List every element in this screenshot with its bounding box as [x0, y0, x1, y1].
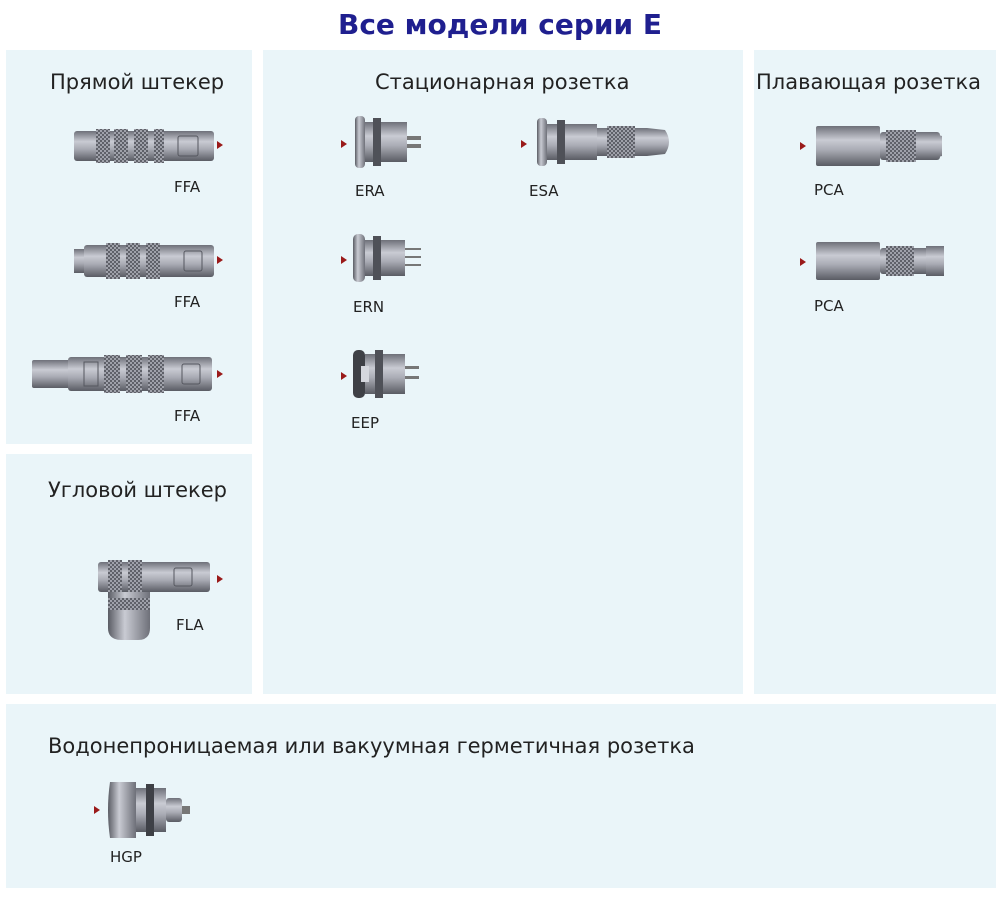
- product-label: ERA: [355, 182, 385, 200]
- connector-fla-image: [98, 560, 210, 640]
- product-ffa-2[interactable]: FFA: [6, 235, 252, 325]
- connector-era-image: [355, 116, 421, 168]
- arrow-icon: [341, 140, 347, 148]
- arrow-icon: [341, 372, 347, 380]
- panel-sealed-socket: Водонепроницаемая или вакуумная герметич…: [6, 704, 996, 888]
- connector-pca-image: [816, 242, 944, 280]
- connector-esa-image: [537, 118, 669, 166]
- connector-ffa-image: [74, 243, 214, 279]
- arrow-icon: [800, 142, 806, 150]
- product-era[interactable]: ERA: [333, 110, 453, 200]
- connector-ffa-image: [74, 129, 214, 163]
- product-esa[interactable]: ESA: [513, 110, 683, 200]
- panel-straight-plug: Прямой штекер FFA FFA: [6, 50, 252, 444]
- product-label: FFA: [174, 178, 201, 196]
- panel-title: Плавающая розетка: [756, 70, 982, 94]
- product-label: PCA: [814, 181, 844, 199]
- product-ffa-3[interactable]: FFA: [6, 348, 252, 438]
- product-label: FFA: [174, 407, 201, 425]
- panel-floating-socket: Плавающая розетка PCA PCA: [754, 50, 996, 694]
- panel-angled-plug: Угловой штекер FLA: [6, 454, 252, 694]
- panel-title: Угловой штекер: [48, 478, 227, 502]
- connector-eep-image: [353, 350, 419, 398]
- product-label: EEP: [351, 414, 380, 432]
- connector-ffa-image: [32, 355, 212, 393]
- product-label: PCA: [814, 297, 844, 315]
- product-pca-1[interactable]: PCA: [794, 120, 994, 210]
- connector-ern-image: [353, 234, 421, 282]
- product-fla[interactable]: FLA: [6, 554, 252, 654]
- product-eep[interactable]: EEP: [333, 342, 453, 432]
- arrow-icon: [800, 258, 806, 266]
- connector-pca-image: [816, 126, 942, 166]
- product-label: FFA: [174, 293, 201, 311]
- product-label: FLA: [176, 616, 204, 634]
- arrow-icon: [217, 141, 223, 149]
- arrow-icon: [94, 806, 100, 814]
- product-label: ERN: [353, 298, 385, 316]
- panel-fixed-socket: Стационарная розетка ERA ESA: [263, 50, 743, 694]
- product-label: ESA: [529, 182, 559, 200]
- connector-hgp-image: [108, 782, 190, 838]
- panel-title: Стационарная розетка: [375, 70, 630, 94]
- panel-title: Водонепроницаемая или вакуумная герметич…: [48, 734, 695, 758]
- product-hgp[interactable]: HGP: [90, 772, 230, 872]
- product-ern[interactable]: ERN: [333, 226, 453, 316]
- panel-title: Прямой штекер: [50, 70, 225, 94]
- arrow-icon: [341, 256, 347, 264]
- page-title: Все модели серии E: [337, 8, 663, 41]
- arrow-icon: [217, 256, 223, 264]
- arrow-icon: [217, 575, 223, 583]
- product-pca-2[interactable]: PCA: [794, 236, 994, 326]
- arrow-icon: [217, 370, 223, 378]
- arrow-icon: [521, 140, 527, 148]
- product-ffa-1[interactable]: FFA: [6, 120, 252, 210]
- product-label: HGP: [110, 848, 142, 866]
